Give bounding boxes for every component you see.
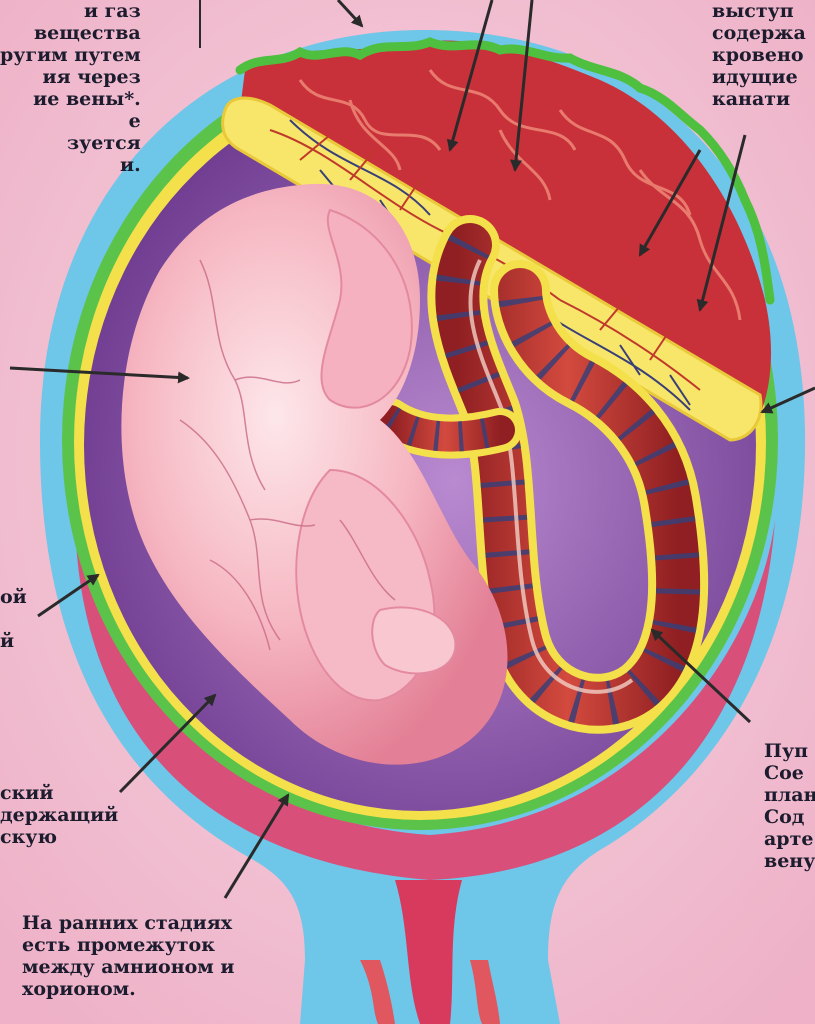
label-line: и.: [0, 154, 141, 176]
label-line: ой: [0, 586, 27, 608]
label-line: Пуп: [764, 740, 815, 762]
label-right-lower: ПупСоепланСодартевену: [764, 740, 815, 872]
label-line: идущие: [712, 66, 806, 88]
label-left-middle: ой й: [0, 586, 27, 652]
label-line: есть промежуток: [22, 934, 235, 956]
label-line: ругим путем: [0, 44, 141, 66]
label-line: план: [764, 784, 815, 806]
label-line: ие вены*.: [0, 88, 141, 110]
label-line: выступ: [712, 0, 806, 22]
label-line: е: [0, 110, 141, 132]
label-line: и газ: [0, 0, 141, 22]
label-line: На ранних стадиях: [22, 912, 235, 934]
label-line: содержа: [712, 22, 806, 44]
label-line: кровено: [712, 44, 806, 66]
label-line: держащий: [0, 804, 118, 826]
label-left-lower: скийдержащийскую: [0, 782, 118, 848]
label-line: ский: [0, 782, 118, 804]
label-line: ия через: [0, 66, 141, 88]
label-line: между амнионом и: [22, 956, 235, 978]
label-line: хорионом.: [22, 978, 235, 1000]
label-bottom-note: На ранних стадияхесть промежутокмежду ам…: [22, 912, 235, 1000]
label-line: Сое: [764, 762, 815, 784]
label-line: зуется: [0, 132, 141, 154]
label-line: вену: [764, 850, 815, 872]
label-line: канати: [712, 88, 806, 110]
label-top-right: выступсодержакровеноидущиеканати: [712, 0, 806, 110]
label-line: й: [0, 630, 27, 652]
label-line: скую: [0, 826, 118, 848]
label-top-left: и газвеществаругим путемия черезие вены*…: [0, 0, 141, 176]
label-line: [0, 608, 27, 630]
label-line: Сод: [764, 806, 815, 828]
label-line: вещества: [0, 22, 141, 44]
label-line: арте: [764, 828, 815, 850]
